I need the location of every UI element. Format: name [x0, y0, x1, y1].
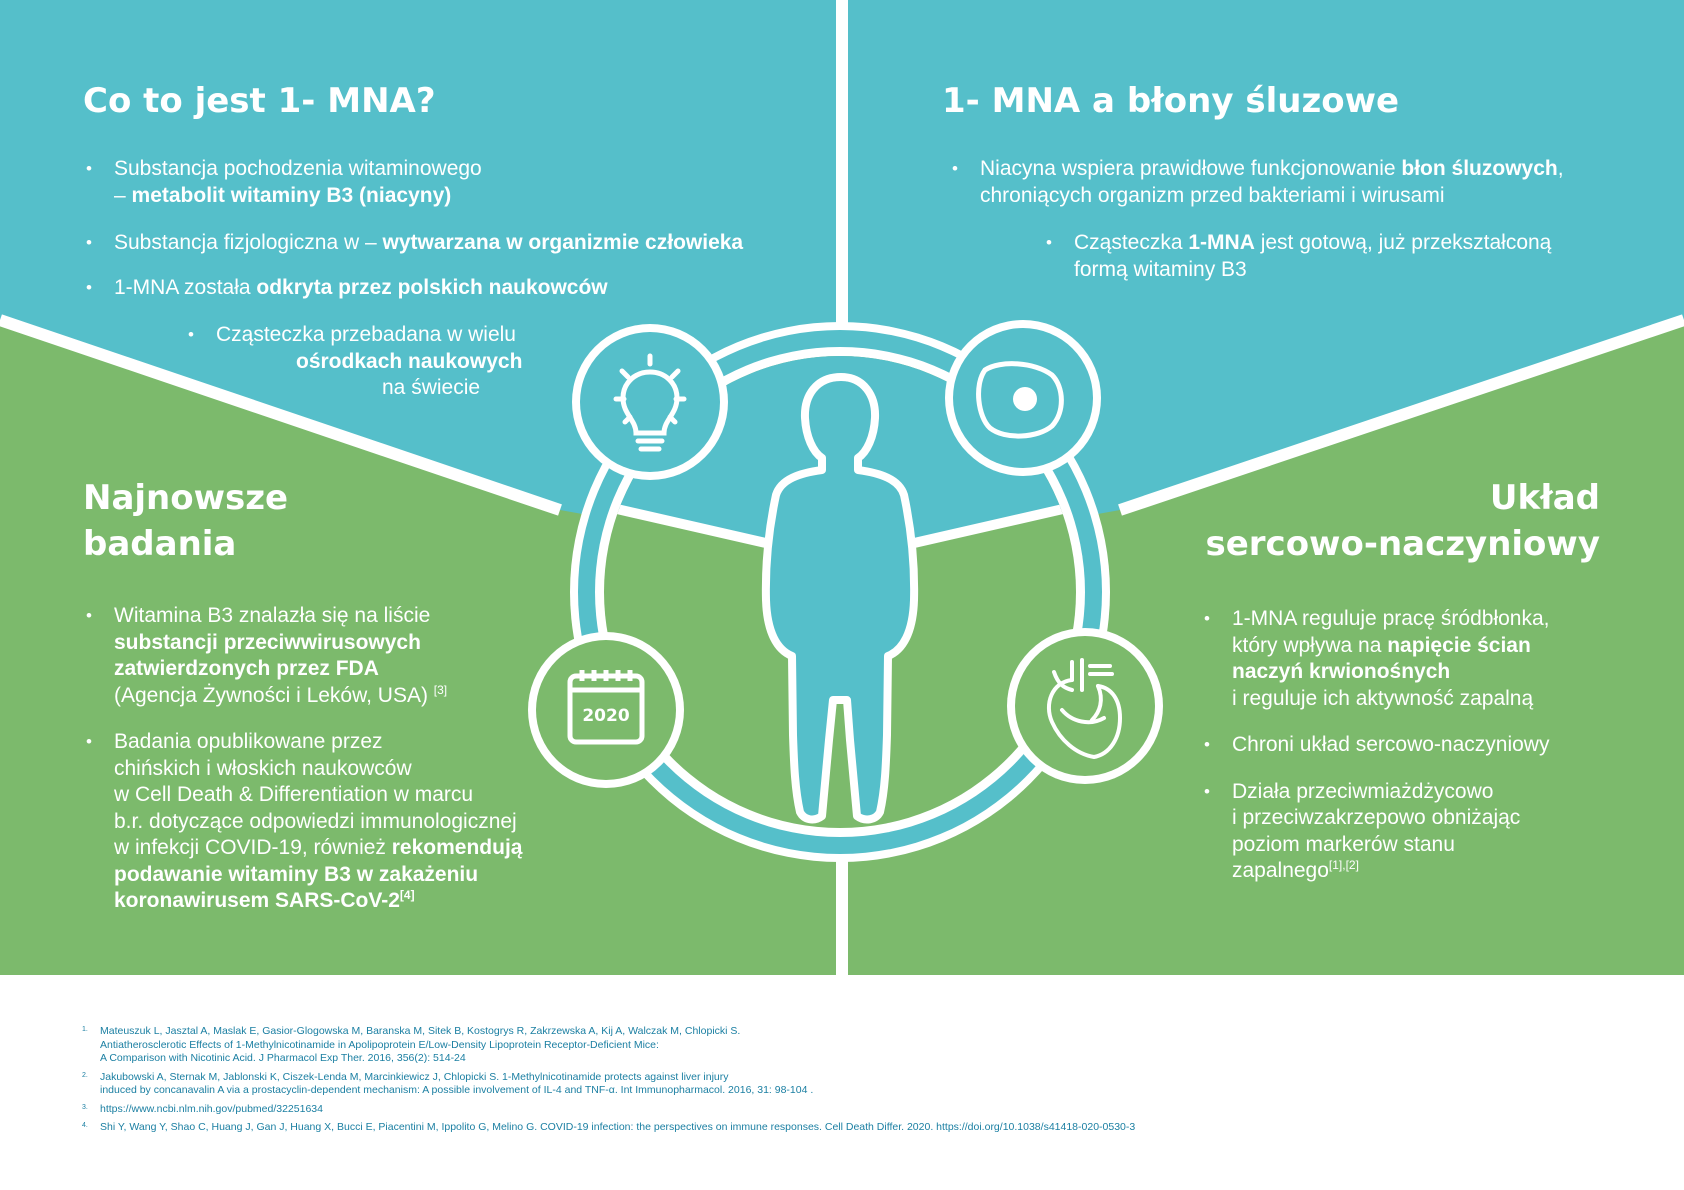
mucosa-list: Niacyna wspiera prawidłowe funkcjonowani… [950, 156, 1650, 209]
list-item: Niacyna wspiera prawidłowe funkcjonowani… [950, 156, 1650, 209]
cell-icon [976, 361, 1064, 439]
list-item: Substancja fizjologiczna w – wytwarzana … [84, 230, 844, 257]
section-title-research: Najnowsze badania [83, 478, 289, 564]
list-item: Działa przeciwmiażdżycowo i przeciwzakrz… [1202, 779, 1642, 885]
mucosa-list-2: Cząsteczka 1-MNA jest gotową, już przeks… [1044, 230, 1664, 283]
section-title-mucosa: 1- MNA a błony śluzowe [942, 81, 1400, 121]
footnote: 2. Jakubowski A, Sternak M, Jablonski K,… [82, 1070, 814, 1097]
section-title-cardio: Układ sercowo-naczyniowy [1205, 478, 1600, 564]
heart-badge [1007, 628, 1163, 784]
human-silhouette-icon [761, 373, 919, 824]
cardio-list: 1-MNA reguluje pracę śródbłonka, który w… [1202, 606, 1642, 885]
research-list: Witamina B3 znalazła się na liście subst… [84, 603, 584, 915]
heart-icon [1046, 658, 1122, 759]
list-item: Substancja pochodzenia witaminowego – me… [84, 156, 844, 209]
list-item: 1-MNA reguluje pracę śródbłonka, który w… [1202, 606, 1642, 712]
mna-list: Substancja pochodzenia witaminowego – me… [84, 156, 844, 278]
lightbulb-icon [613, 353, 687, 452]
mna-list-2: 1-MNA została odkryta przez polskich nau… [84, 275, 844, 302]
list-item: Cząsteczka przebadana w wielu ośrodkach … [186, 322, 586, 402]
footnotes: 1. Mateuszuk L, Jasztal A, Maslak E, Gas… [82, 1025, 1582, 1140]
footnote-link[interactable]: https://www.ncbi.nlm.nih.gov/pubmed/3225… [100, 1102, 323, 1115]
footnote: 4. Shi Y, Wang Y, Shao C, Huang J, Gan J… [82, 1121, 1136, 1133]
section-title-mna: Co to jest 1- MNA? [83, 81, 436, 121]
lightbulb-badge [572, 324, 728, 480]
mna-list-3: Cząsteczka przebadana w wielu ośrodkach … [186, 322, 586, 402]
cell-badge [945, 320, 1101, 476]
footnote[interactable]: 3. https://www.ncbi.nlm.nih.gov/pubmed/3… [82, 1102, 323, 1115]
calendar-year: 2020 [582, 706, 629, 726]
list-item: Witamina B3 znalazła się na liście subst… [84, 603, 584, 709]
footnote: 1. Mateuszuk L, Jasztal A, Maslak E, Gas… [82, 1025, 741, 1064]
list-item: Badania opublikowane przez chińskich i w… [84, 729, 584, 915]
divider-right [1118, 314, 1684, 516]
list-item: Chroni układ sercowo-naczyniowy [1202, 732, 1642, 759]
list-item: 1-MNA została odkryta przez polskich nau… [84, 275, 844, 302]
divider-left [0, 314, 562, 516]
list-item: Cząsteczka 1-MNA jest gotową, już przeks… [1044, 230, 1664, 283]
